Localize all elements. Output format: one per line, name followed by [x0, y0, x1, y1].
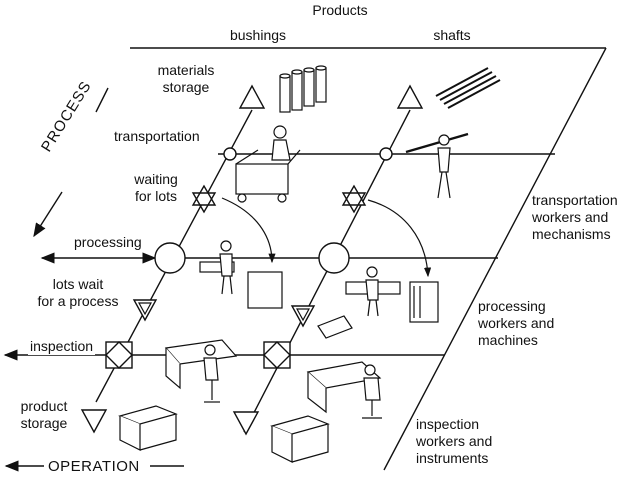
right-border-line [383, 47, 607, 471]
label-line: for a process [37, 293, 119, 309]
label-line: for lots [134, 188, 177, 204]
column-bushings: bushings [229, 27, 287, 43]
bushing-tubes-illustration [279, 65, 327, 113]
cart-worker-illustration [235, 125, 301, 203]
bushings-lot-arrow [221, 197, 276, 264]
label-line: waiting [134, 171, 178, 187]
label-line: transportation [532, 192, 618, 208]
label-line: product [20, 398, 68, 414]
column-shafts: shafts [433, 27, 471, 43]
label-line: inspection [416, 416, 480, 432]
label-inspection: inspection [28, 338, 96, 355]
label-waiting-for-lots: waiting for lots [124, 171, 188, 205]
label-processing: processing [72, 234, 144, 251]
process-arrow [33, 191, 63, 238]
shafts-transport-circle [379, 147, 393, 161]
bushings-storage-triangle [238, 84, 266, 109]
shaft-carrier-illustration [405, 132, 469, 199]
label-line: storage [20, 415, 68, 431]
bushing-inspection-illustration [164, 339, 238, 403]
label-lots-wait: lots wait for a process [26, 276, 130, 310]
shaft-machine-illustration [317, 266, 439, 339]
label-line: instruments [416, 450, 489, 466]
process-arrow-top [95, 87, 109, 113]
shaft-bundle-illustration [435, 67, 501, 109]
label-line: machines [478, 332, 538, 348]
label-processing-resources: processing workers and machines [478, 298, 554, 349]
label-line: processing [478, 298, 546, 314]
bushings-transport-circle [223, 147, 237, 161]
label-inspection-resources: inspection workers and instruments [416, 416, 492, 467]
shafts-inspection-diamond [263, 341, 291, 369]
label-line: materials [157, 62, 215, 78]
label-line: workers and [478, 315, 555, 331]
bushing-product-box [118, 405, 178, 451]
label-line: workers and [532, 209, 609, 225]
label-transportation-resources: transportation workers and mechanisms [532, 192, 618, 243]
label-line: storage [162, 79, 210, 95]
label-operation-axis: OPERATION [48, 458, 140, 475]
label-line: mechanisms [532, 226, 611, 242]
diagram-title: Products [312, 2, 368, 18]
shafts-process-circle [318, 242, 350, 274]
label-materials-storage: materials storage [146, 62, 226, 96]
bushing-machine-illustration [199, 240, 283, 309]
bushings-process-circle [154, 242, 186, 274]
shafts-storage-triangle [396, 84, 424, 109]
bushings-product-triangle [80, 409, 108, 434]
bushings-lot-wait-triangle-inner [137, 302, 153, 316]
label-product-storage: product storage [10, 398, 78, 432]
shaft-inspection-illustration [306, 361, 382, 419]
shafts-lot-arrow [367, 199, 432, 278]
shafts-lot-wait-triangle-inner [295, 308, 311, 322]
shafts-wait-star [341, 184, 367, 214]
bushings-inspection-diamond [105, 341, 133, 369]
label-line: workers and [416, 433, 493, 449]
label-line: lots wait [52, 276, 104, 292]
shaft-product-box [270, 415, 330, 463]
shafts-product-triangle [232, 411, 260, 436]
bushings-wait-star [191, 184, 217, 214]
label-transportation: transportation [114, 128, 200, 144]
